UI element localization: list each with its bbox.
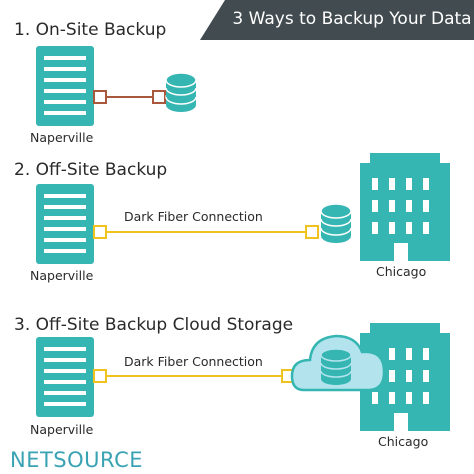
banner-title: 3 Ways to Backup Your Data (232, 9, 472, 29)
section-2-title: 2. Off-Site Backup (14, 160, 168, 180)
connector-square-icon (93, 369, 107, 383)
building-location-label: Chicago (376, 264, 427, 279)
connection-label: Dark Fiber Connection (124, 354, 263, 369)
cloud-icon (290, 334, 386, 392)
server-icon (36, 46, 94, 126)
database-icon (165, 72, 197, 112)
title-banner: 3 Ways to Backup Your Data (200, 0, 474, 40)
building-location-label: Chicago (378, 434, 429, 449)
netsource-logo: NETSOURCE (10, 448, 144, 472)
server-location-label: Naperville (30, 268, 94, 283)
server-location-label: Naperville (30, 422, 94, 437)
connector-square-icon (93, 225, 107, 239)
connector-square-icon (152, 90, 166, 104)
section-1-title: 1. On-Site Backup (14, 20, 167, 40)
section-3-title: 3. Off-Site Backup Cloud Storage (14, 315, 294, 335)
connector-square-icon (305, 225, 319, 239)
connection-label: Dark Fiber Connection (124, 209, 263, 224)
database-icon (320, 203, 352, 243)
connector-square-icon (93, 90, 107, 104)
building-icon (360, 153, 450, 261)
server-icon (36, 184, 94, 264)
server-location-label: Naperville (30, 130, 94, 145)
server-icon (36, 337, 94, 417)
